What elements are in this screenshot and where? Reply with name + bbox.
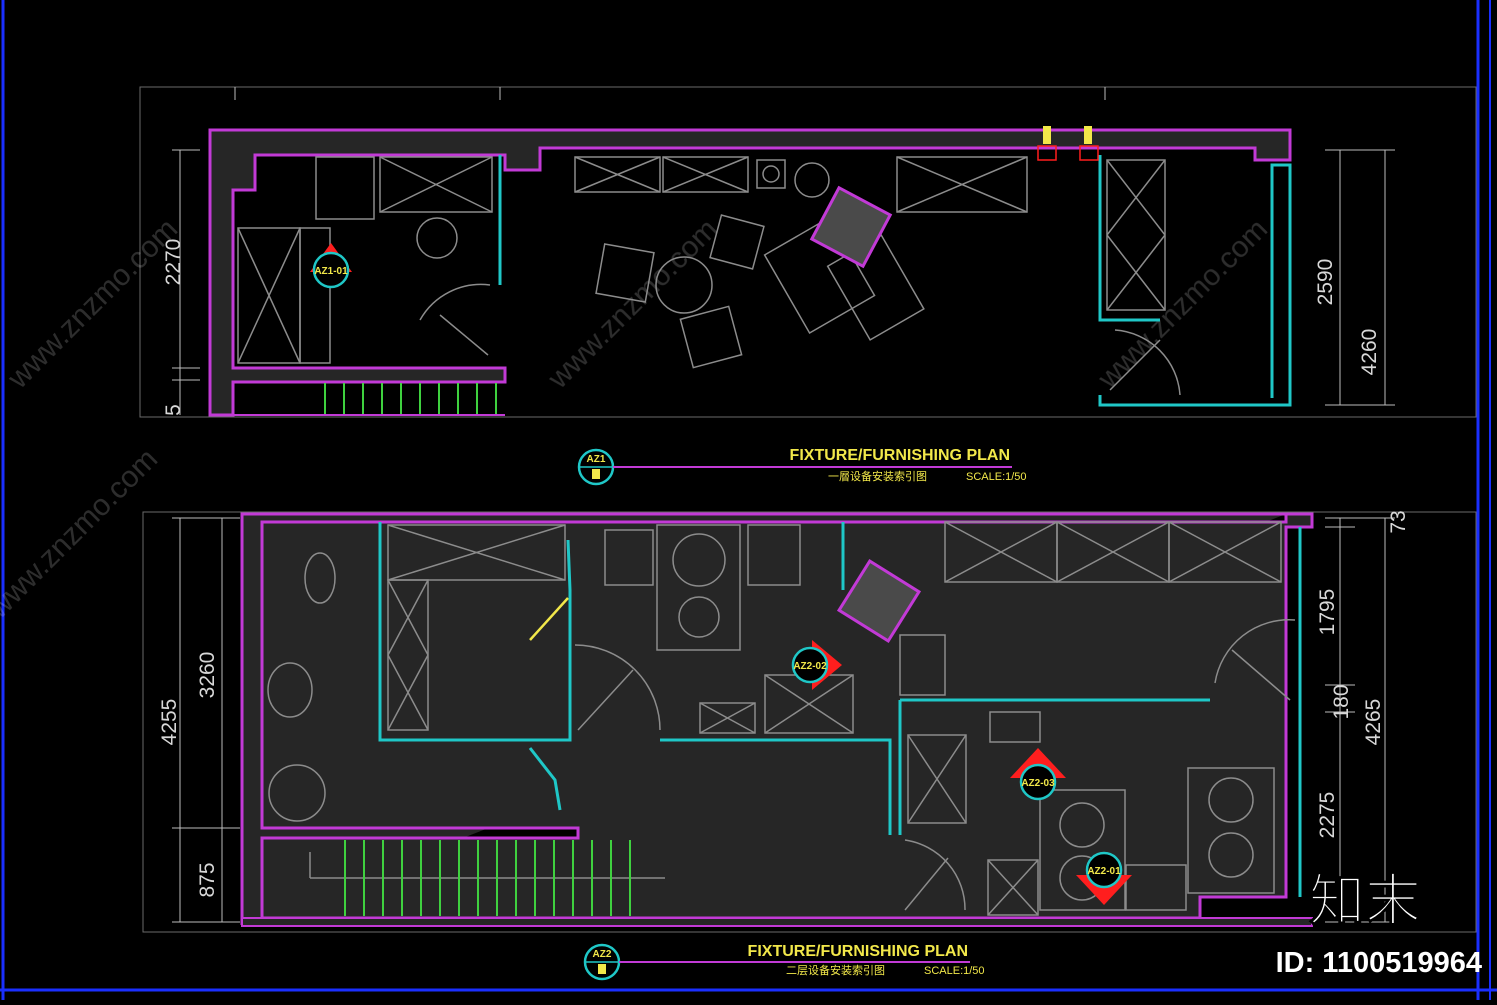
plan-subtitle: 一層设备安装索引图 (828, 469, 927, 483)
plan-scale: SCALE:1/50 (924, 965, 985, 977)
index-marker: AZ2-03 (1010, 748, 1066, 801)
fixture-marker (1084, 126, 1092, 144)
dimension-lines (172, 517, 1395, 923)
plan-marker: AZ1 (587, 454, 606, 465)
plan-scale: SCALE:1/50 (966, 471, 1027, 483)
dimension-label: 4265 (1362, 699, 1385, 746)
dimension-label: 4255 (158, 699, 181, 746)
svg-text:AZ2-02: AZ2-02 (793, 661, 827, 672)
watermark-text: www.znzmo.com (1091, 212, 1274, 395)
plan-title: FIXTURE/FURNISHING PLAN (790, 447, 1010, 464)
glass-partition (1098, 163, 1292, 407)
dimension-label: 4260 (1358, 329, 1381, 376)
dimension-label: 73 (1387, 510, 1410, 533)
dimension-label: 180 (1330, 684, 1353, 719)
plan-subtitle: 二层设备安装索引图 (786, 963, 885, 977)
plan-1f: AZ1-01 2270 5 2590 4260 (162, 87, 1395, 417)
watermark-text: www.znzmo.com (541, 212, 724, 395)
index-marker: AZ2-02 (791, 640, 842, 690)
glass-partition (378, 522, 1302, 897)
desk (836, 558, 922, 644)
dimension-lines (172, 87, 1395, 415)
index-marker: AZ1-01 (310, 243, 352, 289)
dimension-label: 3260 (196, 652, 219, 699)
dimension-label: 2275 (1316, 792, 1339, 839)
dimension-label: 5 (162, 404, 185, 416)
stairs (344, 840, 631, 916)
fixture-marker (1043, 126, 1051, 144)
furniture (237, 156, 1181, 396)
image-id: ID: 1100519964 (1276, 947, 1482, 979)
stairs (324, 383, 497, 414)
brand-watermark: 知末 ID: 1100519964 (1276, 869, 1482, 980)
watermark-text: www.znzmo.com (0, 442, 164, 625)
svg-text:AZ1-01: AZ1-01 (314, 266, 348, 277)
plan-marker: AZ2 (593, 949, 612, 960)
brand-logo: 知末 (1309, 869, 1421, 932)
glass-partition (1098, 155, 1160, 322)
plan-2f: AZ2-02 AZ2-03 AZ2-01 4255 3260 875 73 17… (158, 510, 1410, 927)
plan-title: FIXTURE/FURNISHING PLAN (748, 943, 968, 960)
dimension-label: 875 (196, 862, 219, 897)
plan-title-1f: AZ1 FIXTURE/FURNISHING PLAN 一層设备安装索引图 SC… (577, 447, 1027, 486)
plan-title-2f: AZ2 FIXTURE/FURNISHING PLAN 二层设备安装索引图 SC… (583, 943, 985, 981)
svg-text:AZ2-03: AZ2-03 (1021, 778, 1055, 789)
index-marker: AZ2-01 (1076, 851, 1132, 905)
furniture (267, 521, 1296, 916)
dimension-label: 2270 (162, 239, 185, 286)
exterior-wall (208, 128, 1292, 417)
watermark-text: www.znzmo.com (1, 212, 184, 395)
dimension-label: 1795 (1316, 589, 1339, 636)
svg-text:AZ2-01: AZ2-01 (1087, 866, 1121, 877)
door-swing (529, 597, 569, 641)
desk (809, 185, 893, 269)
dimension-label: 2590 (1314, 259, 1337, 306)
